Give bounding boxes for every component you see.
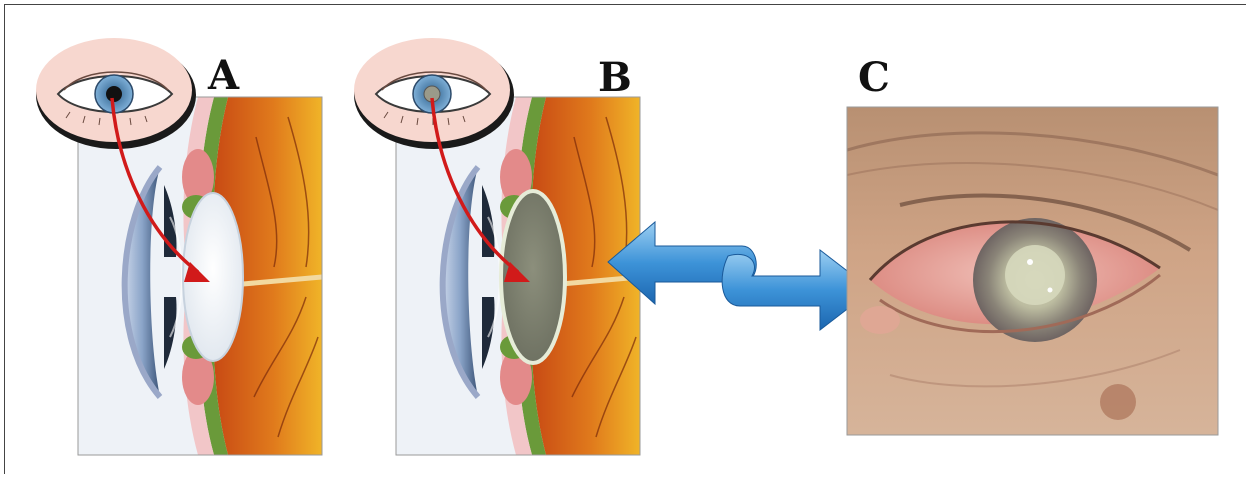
front-eye-icon-b xyxy=(354,38,514,149)
panel-label-a: A xyxy=(208,56,239,96)
cataract-eye-photo xyxy=(847,107,1218,435)
comparison-double-arrow xyxy=(608,222,872,330)
panel-label-c: C xyxy=(858,58,890,98)
panel-label-b: B xyxy=(598,58,632,98)
